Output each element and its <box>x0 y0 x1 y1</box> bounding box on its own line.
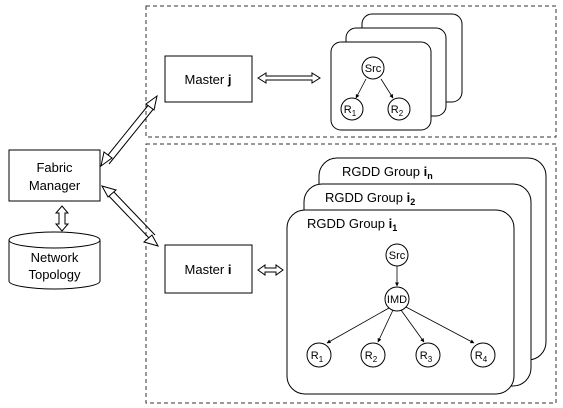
r4-label-i: R4 <box>475 350 488 364</box>
rgdd-group-in-title: RGDD Group in <box>342 164 433 181</box>
master-j-region <box>145 5 557 138</box>
fabric-manager-box <box>8 149 101 202</box>
network-topology-label-line1: Network <box>31 250 79 265</box>
r1-label-i: R1 <box>311 350 324 364</box>
imd-node <box>384 286 410 312</box>
r3-label-i: R3 <box>420 350 433 364</box>
fm-to-master-j-double-arrow <box>100 94 158 168</box>
r3-node-i <box>415 342 441 368</box>
fm-topology-double-arrow <box>54 205 70 232</box>
master-i-to-groups-double-arrow <box>257 264 284 276</box>
master-i-label: Master i <box>185 262 232 277</box>
r2-label-j: R2 <box>391 104 404 118</box>
fabric-manager-label-line1: Fabric <box>36 160 73 175</box>
fabric-manager-label-line2: Manager <box>29 178 81 193</box>
r2-label-i: R2 <box>365 350 378 364</box>
r1-node-j <box>340 97 364 121</box>
master-j-to-groups-double-arrow <box>257 72 321 84</box>
network-topology-database <box>8 231 101 290</box>
master-i-region <box>145 143 557 404</box>
src-node-j <box>361 56 385 80</box>
master-j-box <box>164 55 253 103</box>
r4-node-i <box>470 342 496 368</box>
r1-node-i <box>306 342 332 368</box>
r2-node-i <box>360 342 386 368</box>
master-i-box <box>164 244 253 294</box>
src-node-i <box>385 243 409 267</box>
edge-imd-r1 <box>326 307 390 344</box>
edge-imd-r2 <box>377 309 394 343</box>
edge-src-r1-j <box>355 78 367 99</box>
fm-to-master-i-double-arrow <box>100 185 160 247</box>
rgdd-group-i1-title: RGDD Group i1 <box>307 216 397 233</box>
src-label-i: Src <box>389 250 406 262</box>
master-j-label: Master j <box>185 72 232 87</box>
rgdd-group-i2-title: RGDD Group i2 <box>325 190 415 207</box>
src-label-j: Src <box>365 63 382 75</box>
edge-imd-r4 <box>405 306 475 344</box>
r2-node-j <box>387 97 411 121</box>
network-topology-label-line2: Topology <box>28 267 81 282</box>
edge-src-r2-j <box>380 78 394 99</box>
edge-imd-r3 <box>400 309 425 343</box>
r1-label-j: R1 <box>344 104 357 118</box>
imd-label: IMD <box>387 294 407 306</box>
